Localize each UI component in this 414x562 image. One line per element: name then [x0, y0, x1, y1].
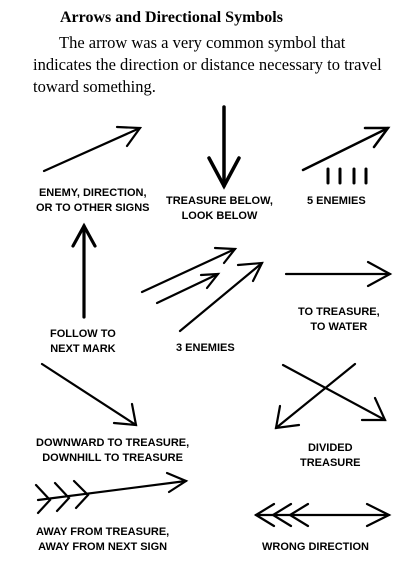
double-ended-arrow-icon	[253, 502, 392, 528]
caption-treasure-below: TREASURE BELOW,LOOK BELOW	[166, 195, 273, 222]
caption-wrong-direction: WRONG DIRECTION	[262, 541, 369, 553]
page-heading: Arrows and Directional Symbols	[60, 9, 283, 26]
arrow-up-right-icon	[42, 125, 143, 173]
intro-paragraph: The arrow was a very common symbol that …	[33, 33, 382, 96]
caption-downward-treasure: DOWNWARD TO TREASURE,DOWNHILL TO TREASUR…	[36, 437, 190, 464]
caption-away-from-treasure: AWAY FROM TREASURE,AWAY FROM NEXT SIGN	[36, 526, 170, 553]
caption-to-treasure-water: TO TREASURE,TO WATER	[298, 306, 380, 333]
three-arrows-icon	[140, 246, 264, 333]
caption-five-enemies: 5 ENEMIES	[307, 195, 366, 207]
arrow-down-right-icon	[40, 362, 138, 427]
caption-enemy-direction: ENEMY, DIRECTION,OR TO OTHER SIGNS	[36, 187, 150, 214]
crossed-arrows-icon	[274, 362, 387, 430]
caption-three-enemies: 3 ENEMIES	[176, 342, 235, 354]
arrow-right-icon	[284, 260, 393, 288]
arrow-down-icon	[207, 105, 241, 190]
arrow-five-ticks-icon	[301, 126, 391, 185]
feathered-arrow-icon	[34, 471, 189, 515]
arrow-up-icon	[71, 222, 97, 319]
